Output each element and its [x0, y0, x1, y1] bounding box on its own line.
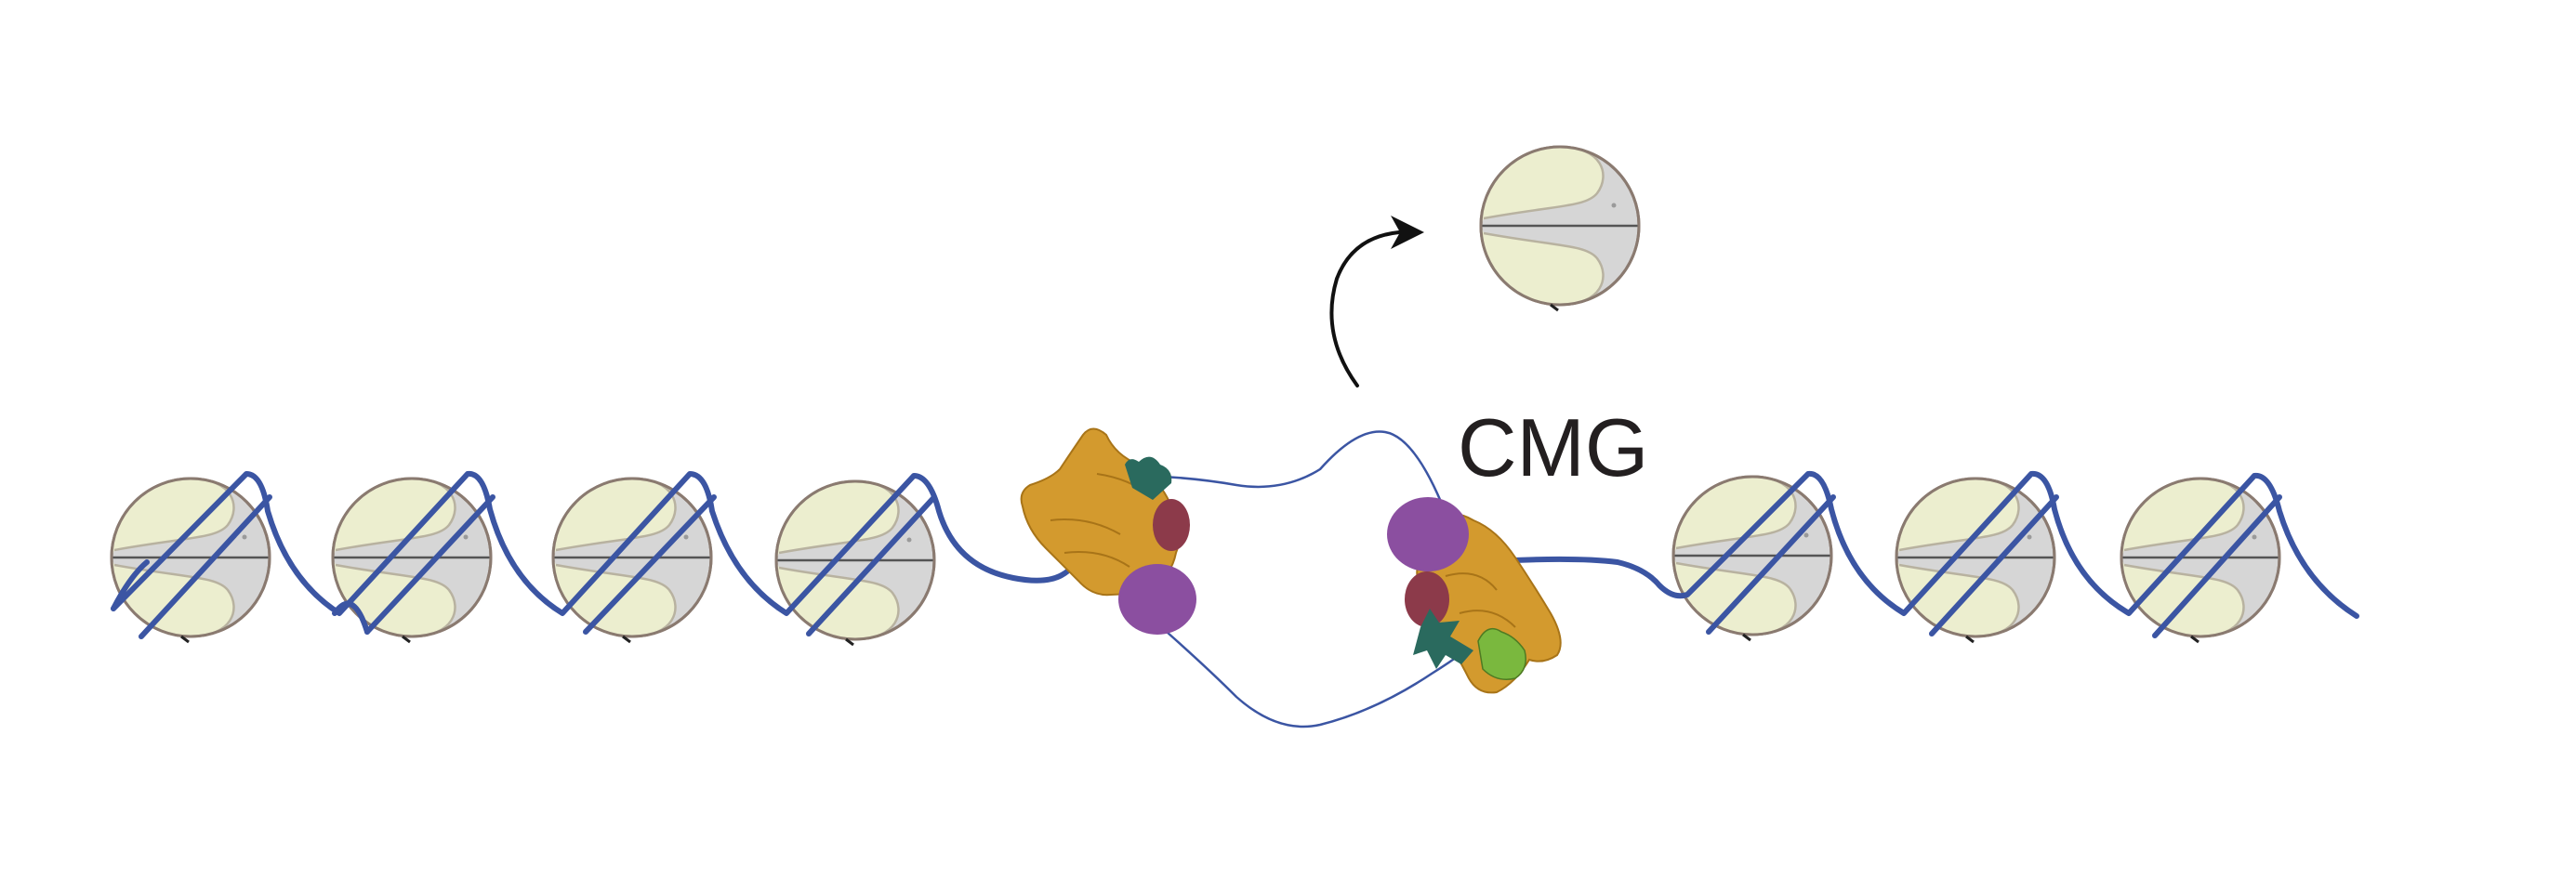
dna-left-strand [111, 470, 1070, 616]
evicted-nucleosome [1479, 145, 1641, 312]
eviction-arrow [1329, 230, 1401, 387]
dna-right-gyre-2 [1706, 494, 2282, 638]
cdc45-left [1118, 564, 1196, 635]
cmg-label: CMG [1458, 401, 1648, 493]
nucleosome-left-1 [110, 477, 271, 644]
gins-teal-left [1125, 456, 1172, 500]
cdc45-right [1387, 497, 1469, 571]
gins-dark-right [1405, 571, 1449, 627]
nucleosome-right-2 [1895, 477, 2056, 644]
nucleosome-left-3 [551, 477, 713, 644]
cmg-helicase-left [1020, 427, 1196, 635]
cmg-helicase-right [1387, 497, 1562, 694]
dna-left-gyre-2 [139, 494, 937, 639]
gins-teal-right [1413, 609, 1473, 669]
nucleosome-left-4 [774, 479, 936, 647]
nucleosome-right-1 [1671, 475, 1833, 642]
nucleosome-left-2 [331, 477, 493, 644]
dna-right-strand [1511, 470, 2359, 619]
nucleosome-right-3 [2120, 477, 2281, 644]
gins-green-right [1477, 627, 1526, 680]
gins-dark-left [1153, 499, 1190, 551]
lagging-strand-bottom [1166, 631, 1488, 728]
arrowhead-icon [1391, 216, 1424, 249]
